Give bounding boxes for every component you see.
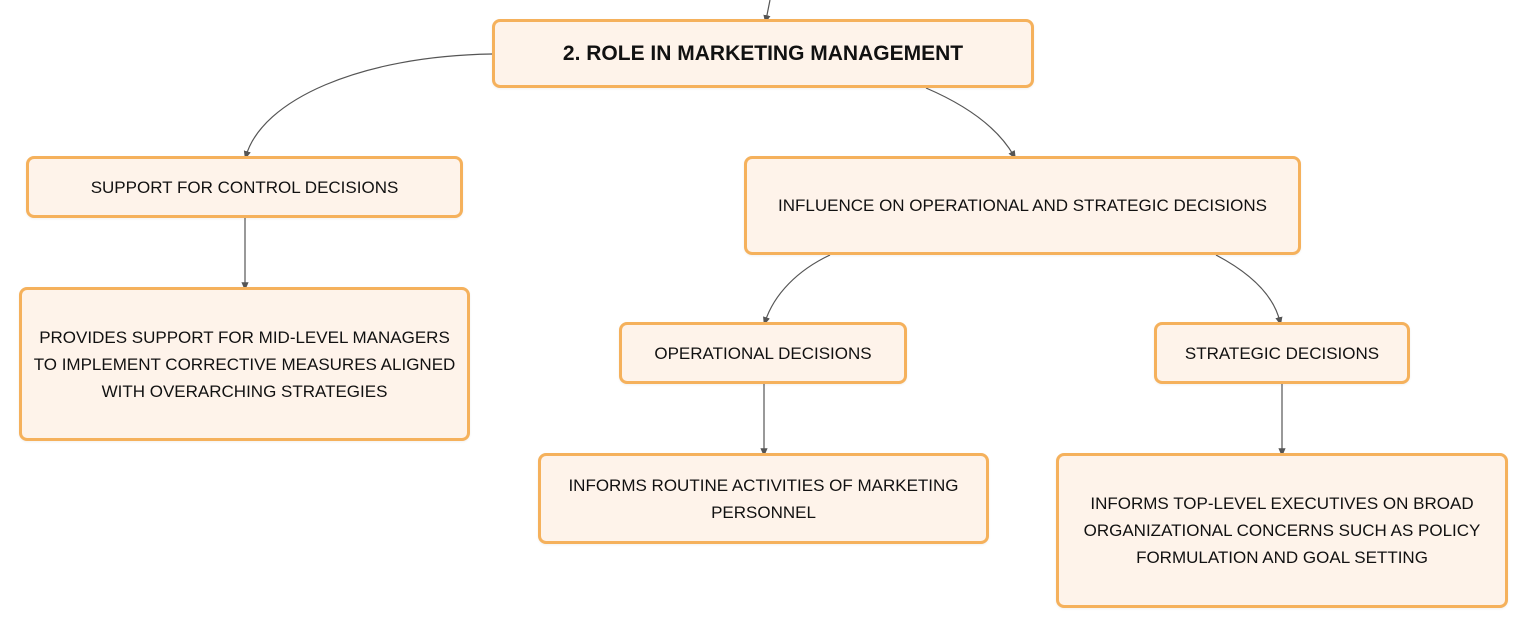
edge-influence-to-operational: [763, 254, 831, 326]
edge-root-to-influence: [925, 87, 1016, 160]
node-operational-decisions-detail[interactable]: Informs routine activities of marketing …: [538, 453, 989, 544]
node-strategic-decisions-detail[interactable]: Informs top-level executives on broad or…: [1056, 453, 1508, 608]
node-influence-on-decisions[interactable]: Influence on Operational and Strategic D…: [744, 156, 1301, 255]
node-role-in-marketing-management[interactable]: 2. Role in Marketing Management: [492, 19, 1034, 88]
edge-influence-to-strategic: [1215, 254, 1283, 326]
node-control-decisions-detail[interactable]: Provides support for mid-level managers …: [19, 287, 470, 441]
node-strategic-decisions[interactable]: Strategic Decisions: [1154, 322, 1410, 384]
node-operational-decisions[interactable]: Operational Decisions: [619, 322, 907, 384]
node-support-for-control-decisions[interactable]: Support for Control Decisions: [26, 156, 463, 218]
edge-parent-to-root: [763, 0, 771, 24]
edge-root-to-control: [243, 53, 493, 160]
